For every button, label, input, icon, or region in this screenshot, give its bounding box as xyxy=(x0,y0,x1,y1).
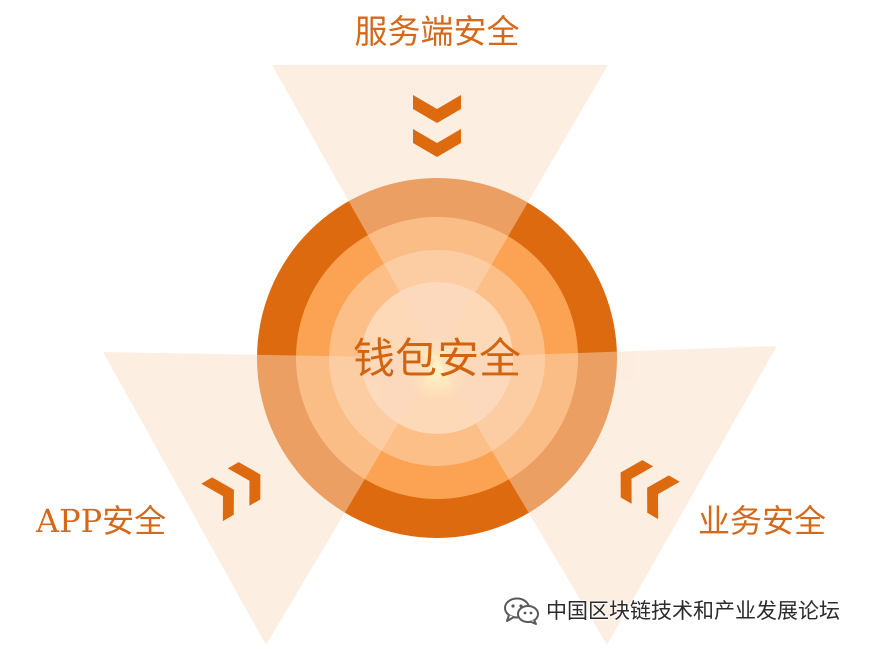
watermark-text: 中国区块链技术和产业发展论坛 xyxy=(546,599,840,623)
segment-label-right: 业务安全 xyxy=(698,502,827,540)
triangle-right xyxy=(437,346,777,645)
triangles xyxy=(103,65,777,645)
core-glow xyxy=(405,336,469,400)
target-circle xyxy=(257,178,617,538)
triangle-top xyxy=(272,65,608,358)
double-chevron-down-icon xyxy=(413,95,461,157)
center-label: 钱包安全 xyxy=(352,334,521,383)
double-chevron-up-right-icon xyxy=(201,462,261,522)
triangle-left xyxy=(103,352,437,645)
segment-label-top: 服务端安全 xyxy=(354,12,520,51)
double-chevron-up-left-icon xyxy=(620,460,680,520)
segment-label-left: APP安全 xyxy=(36,502,167,540)
wechat-icon xyxy=(503,596,541,626)
